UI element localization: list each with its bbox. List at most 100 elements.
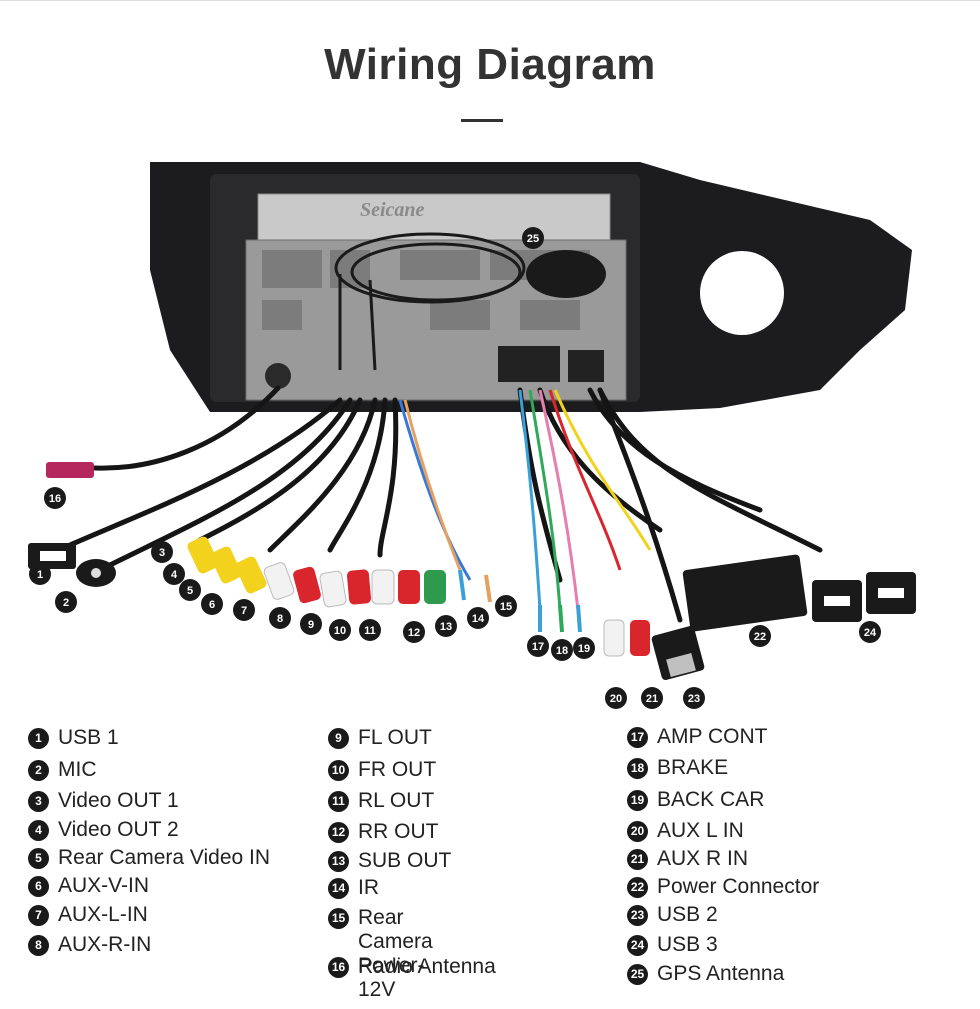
callout-24: 24 <box>859 621 881 643</box>
thin-wire-tips <box>458 569 582 633</box>
legend-badge: 24 <box>627 935 648 956</box>
callout-11: 11 <box>359 619 381 641</box>
callout-19: 19 <box>573 637 595 659</box>
legend-item: 4 Video OUT 2 <box>28 818 179 842</box>
legend-badge: 7 <box>28 905 49 926</box>
callout-2: 2 <box>55 591 77 613</box>
svg-text:21: 21 <box>646 693 658 705</box>
legend-item: 15 Rear Camera Power-12V <box>328 906 433 1002</box>
callout-7: 7 <box>233 599 255 621</box>
top-divider <box>0 0 980 1</box>
svg-text:20: 20 <box>610 693 622 705</box>
legend-badge: 2 <box>28 760 49 781</box>
legend-badge: 21 <box>627 849 648 870</box>
legend-label: AUX-V-IN <box>58 874 150 897</box>
radio-antenna-connector <box>46 462 94 478</box>
legend-badge: 12 <box>328 822 349 843</box>
legend-badge: 6 <box>28 876 49 897</box>
legend-label: Radio Antenna <box>358 955 496 978</box>
legend-label: USB 1 <box>58 726 119 749</box>
rca-plugs <box>187 536 446 608</box>
legend-badge: 19 <box>627 790 648 811</box>
callout-1: 1 <box>29 563 51 585</box>
svg-text:24: 24 <box>864 627 877 639</box>
legend-label: Power Connector <box>657 875 820 898</box>
callout-10: 10 <box>329 619 351 641</box>
aux-l-rca <box>603 619 625 657</box>
legend-badge: 22 <box>627 877 648 898</box>
svg-text:14: 14 <box>472 613 485 625</box>
callout-23: 23 <box>683 687 705 709</box>
legend-badge: 16 <box>328 957 349 978</box>
legend-label: IR <box>358 876 379 899</box>
legend-label: MIC <box>58 758 97 781</box>
aux-r-rca <box>630 620 650 656</box>
svg-text:2: 2 <box>63 597 69 609</box>
usb2-plug <box>666 652 696 678</box>
svg-text:19: 19 <box>578 643 590 655</box>
callout-14: 14 <box>467 607 489 629</box>
legend-label: GPS Antenna <box>657 962 785 985</box>
svg-text:10: 10 <box>334 625 346 637</box>
callout-5: 5 <box>179 579 201 601</box>
legend-label: Video OUT 2 <box>58 818 179 841</box>
callout-22: 22 <box>749 625 771 647</box>
legend-item: 1 USB 1 <box>28 726 119 750</box>
legend-badge: 1 <box>28 728 49 749</box>
callout-8: 8 <box>269 607 291 629</box>
callout-6: 6 <box>201 593 223 615</box>
callout-12: 12 <box>403 621 425 643</box>
iso-connector-socket <box>498 346 560 382</box>
svg-text:23: 23 <box>688 693 700 705</box>
callout-4: 4 <box>163 563 185 585</box>
legend-label: AUX L IN <box>657 819 744 842</box>
legend-item: 2 MIC <box>28 758 97 782</box>
callout-17: 17 <box>527 635 549 657</box>
svg-text:22: 22 <box>754 631 766 643</box>
legend-label: Rear Camera Power-12V <box>358 906 433 1001</box>
svg-text:1: 1 <box>37 569 43 581</box>
legend-badge: 15 <box>328 908 349 929</box>
svg-text:15: 15 <box>500 601 512 613</box>
legend-badge: 11 <box>328 791 349 812</box>
usb-connector-socket <box>568 350 604 382</box>
svg-text:12: 12 <box>408 627 420 639</box>
svg-text:17: 17 <box>532 641 544 653</box>
antenna-socket <box>265 363 291 389</box>
frame-vent-hole <box>700 251 784 335</box>
legend-item: 20 AUX L IN <box>627 819 744 843</box>
legend-item: 13 SUB OUT <box>328 849 451 873</box>
gps-antenna-cable <box>334 232 526 371</box>
brand-logo: Seicane <box>360 199 425 221</box>
legend-badge: 10 <box>328 760 349 781</box>
harness-color-wires <box>398 389 652 611</box>
legend-label: Rear Camera Video IN <box>58 846 271 869</box>
legend-badge: 20 <box>627 821 648 842</box>
legend-badge: 4 <box>28 820 49 841</box>
legend-item: 6 AUX-V-IN <box>28 874 149 898</box>
svg-text:16: 16 <box>49 493 61 505</box>
callout-25: 25 <box>522 227 544 249</box>
legend-item: 22 Power Connector <box>627 875 819 899</box>
legend-badge: 13 <box>328 851 349 872</box>
legend-badge: 5 <box>28 848 49 869</box>
legend-label: AMP CONT <box>657 725 768 748</box>
legend-label: AUX R IN <box>657 847 749 870</box>
svg-text:11: 11 <box>364 625 376 637</box>
legend-label: SUB OUT <box>358 849 452 872</box>
svg-text:25: 25 <box>527 233 539 245</box>
page-title: Wiring Diagram <box>324 40 656 89</box>
svg-text:8: 8 <box>277 613 283 625</box>
legend-label: USB 2 <box>657 903 718 926</box>
usb1-port <box>40 551 66 561</box>
callout-15: 15 <box>495 595 517 617</box>
